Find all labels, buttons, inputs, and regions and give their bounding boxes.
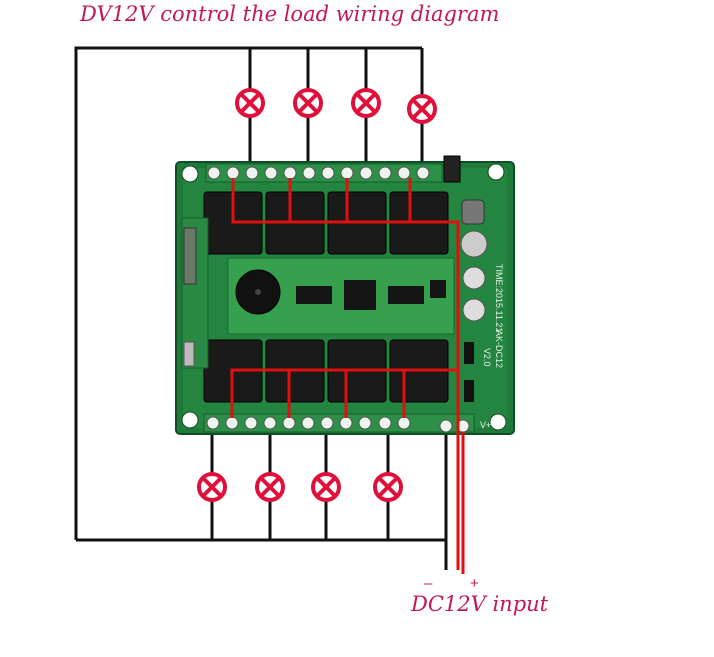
bottom-common-wire [230, 368, 406, 418]
minus-label: – [424, 575, 433, 592]
bottom-bus-wire [76, 538, 448, 570]
top-common-feed [410, 220, 460, 570]
mount-hole [487, 163, 505, 181]
ic-chip [430, 280, 446, 298]
load-lamp-icon [373, 472, 403, 502]
silk-model: AK-DC12 [494, 330, 504, 369]
dc-input-label: DC12V input [411, 592, 549, 616]
rf-pin-header [183, 341, 195, 367]
load-lamp-icon [293, 88, 323, 118]
antenna-coil [183, 227, 197, 285]
load-lamp-icon [255, 472, 285, 502]
load-lamp-icon [235, 88, 265, 118]
silk-date: TIME:2015.11.21 [494, 264, 504, 333]
load-lamp-icon [197, 472, 227, 502]
diode [464, 342, 474, 364]
load-lamp-icon [311, 472, 341, 502]
ic-mcu [344, 280, 376, 310]
diagram-title: DV12V control the load wiring diagram [80, 2, 500, 26]
top-common-wire [231, 178, 412, 224]
mount-hole [181, 411, 199, 429]
capacitor [460, 230, 488, 258]
ic-chip [296, 286, 332, 304]
diode [464, 380, 474, 402]
loads-bottom [197, 472, 403, 502]
silk-vplus: V+ [480, 420, 492, 430]
plus-label: + [470, 575, 479, 592]
mount-hole [181, 165, 199, 183]
capacitor [462, 266, 486, 290]
regulator [461, 199, 485, 225]
load-lamp-icon [407, 94, 437, 124]
buzzer-hole [255, 289, 261, 295]
silk-version: V2.0 [482, 348, 492, 367]
ic-chip [388, 286, 424, 304]
red-wiring [230, 178, 465, 574]
learn-button [443, 155, 461, 183]
mount-hole [489, 413, 507, 431]
loads-top [235, 88, 437, 124]
top-terminals [207, 166, 430, 180]
capacitor [462, 298, 486, 322]
load-lamp-icon [351, 88, 381, 118]
